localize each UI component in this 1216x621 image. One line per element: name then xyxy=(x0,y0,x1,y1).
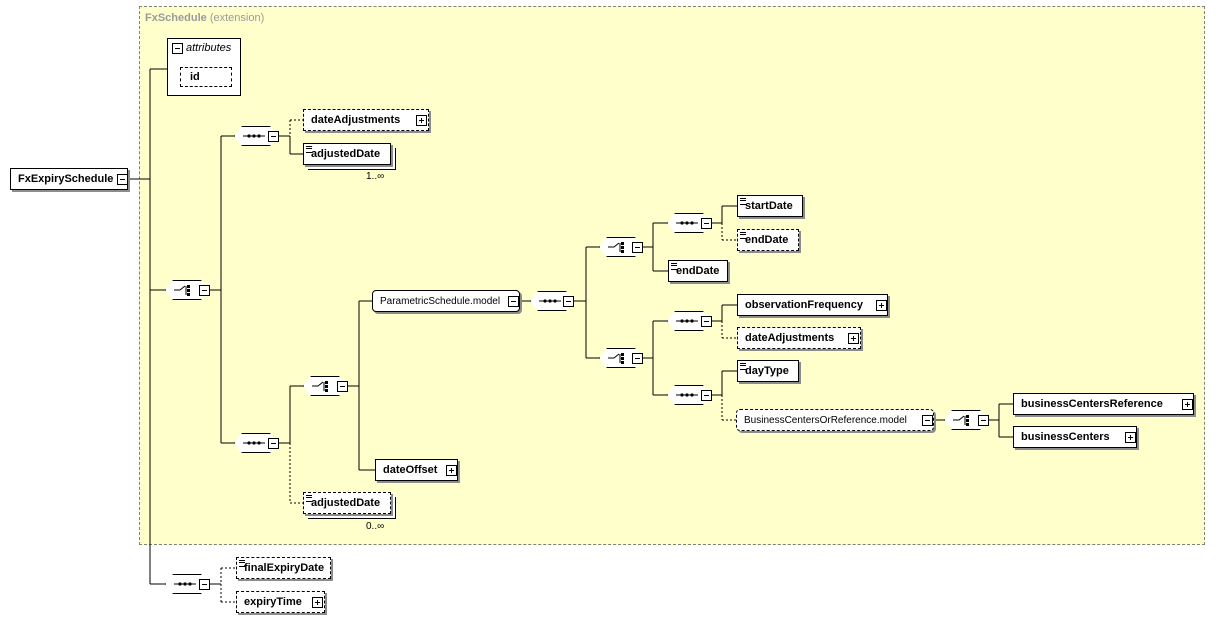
collapse-icon[interactable] xyxy=(199,285,210,296)
collapse-icon[interactable] xyxy=(701,218,712,229)
collapse-icon[interactable] xyxy=(978,415,989,426)
documentation-icon xyxy=(239,560,245,567)
region-title: FxSchedule (extension) xyxy=(145,12,265,24)
sequence-icon xyxy=(243,134,265,138)
collapse-icon[interactable] xyxy=(117,174,128,185)
business-centers-element[interactable]: businessCenters xyxy=(1013,426,1137,448)
attributes-box: attributes id xyxy=(167,38,241,96)
fx-expiry-schedule-element[interactable]: FxExpirySchedule xyxy=(10,168,128,190)
collapse-icon[interactable] xyxy=(199,579,210,590)
date-adjustments-element[interactable]: dateAdjustments xyxy=(303,109,429,131)
collapse-icon[interactable] xyxy=(922,415,933,426)
collapse-icon[interactable] xyxy=(701,316,712,327)
adjusted-date-optional-element[interactable]: adjustedDate xyxy=(303,492,391,514)
choice-icon xyxy=(312,381,328,392)
expiry-time-element[interactable]: expiryTime xyxy=(236,591,325,613)
attribute-id[interactable]: id xyxy=(180,67,232,87)
choice-icon xyxy=(174,285,190,296)
sequence-icon xyxy=(676,319,698,323)
sequence-icon xyxy=(174,582,196,586)
collapse-icon[interactable] xyxy=(632,242,643,253)
choice-icon xyxy=(608,353,624,364)
fx-expiry-schedule-label: FxExpirySchedule xyxy=(18,173,114,185)
expand-icon[interactable] xyxy=(1182,399,1193,410)
parametric-schedule-model-group[interactable]: ParametricSchedule.model xyxy=(372,290,520,312)
documentation-icon xyxy=(740,363,746,370)
date-adjustments-inner-element[interactable]: dateAdjustments xyxy=(737,327,861,349)
expand-icon[interactable] xyxy=(416,115,427,126)
expand-icon[interactable] xyxy=(446,465,457,476)
collapse-icon[interactable] xyxy=(172,43,183,54)
observation-frequency-element[interactable]: observationFrequency xyxy=(737,294,888,316)
collapse-icon[interactable] xyxy=(701,390,712,401)
collapse-icon[interactable] xyxy=(337,381,348,392)
date-offset-element[interactable]: dateOffset xyxy=(375,459,458,481)
collapse-icon[interactable] xyxy=(268,438,279,449)
expand-icon[interactable] xyxy=(848,333,859,344)
collapse-icon[interactable] xyxy=(268,131,279,142)
multiplicity-label: 0..∞ xyxy=(366,521,385,532)
documentation-icon xyxy=(740,198,746,205)
end-date-optional-element[interactable]: endDate xyxy=(737,229,799,251)
documentation-icon xyxy=(306,495,312,502)
documentation-icon xyxy=(740,232,746,239)
sequence-icon xyxy=(676,393,698,397)
expand-icon[interactable] xyxy=(312,597,323,608)
collapse-icon[interactable] xyxy=(632,353,643,364)
business-centers-or-reference-model-group[interactable]: BusinessCentersOrReference.model xyxy=(736,409,934,431)
multiplicity-label: 1..∞ xyxy=(366,171,385,182)
business-centers-reference-element[interactable]: businessCentersReference xyxy=(1013,393,1194,415)
day-type-element[interactable]: dayType xyxy=(737,360,799,382)
start-date-element[interactable]: startDate xyxy=(737,195,803,217)
attributes-title: attributes xyxy=(186,42,232,54)
adjusted-date-element[interactable]: adjustedDate xyxy=(303,143,391,165)
documentation-icon xyxy=(306,146,312,153)
choice-icon xyxy=(953,415,969,426)
sequence-icon xyxy=(243,441,265,445)
collapse-icon[interactable] xyxy=(563,296,574,307)
sequence-icon xyxy=(676,221,698,225)
end-date-element[interactable]: endDate xyxy=(668,260,728,282)
choice-icon xyxy=(608,242,624,253)
expand-icon[interactable] xyxy=(876,300,887,311)
documentation-icon xyxy=(671,263,677,270)
final-expiry-date-element[interactable]: finalExpiryDate xyxy=(236,557,331,579)
expand-icon[interactable] xyxy=(1125,432,1136,443)
sequence-icon xyxy=(539,299,561,303)
collapse-icon[interactable] xyxy=(508,296,519,307)
